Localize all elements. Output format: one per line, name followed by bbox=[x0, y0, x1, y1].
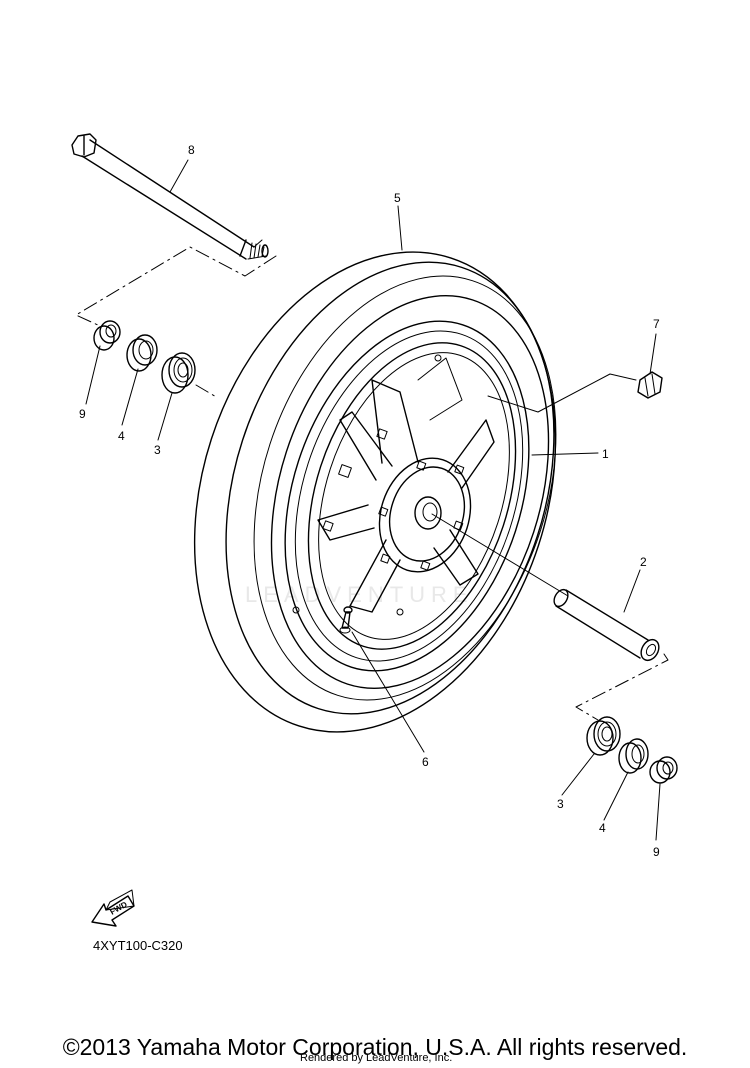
forward-arrow-icon: FWD bbox=[91, 889, 135, 927]
oil-seal-right-part[interactable] bbox=[618, 738, 649, 774]
cast-wheel-part[interactable] bbox=[243, 290, 571, 703]
rendered-by-notice: Rendered by LeadVenture, Inc. bbox=[300, 1052, 453, 1064]
assembly-line-left bbox=[75, 246, 277, 327]
leader-lines bbox=[85, 159, 661, 841]
callout-5: 5 bbox=[394, 191, 401, 205]
collar-right-part[interactable] bbox=[649, 756, 678, 784]
callout-3-left: 3 bbox=[154, 443, 161, 457]
tire-valve-part[interactable] bbox=[339, 606, 353, 634]
oil-seal-left-part[interactable] bbox=[126, 334, 158, 372]
callout-9-right: 9 bbox=[653, 845, 660, 859]
diagram-code: 4XYT100-C320 bbox=[93, 938, 183, 953]
callout-7: 7 bbox=[653, 317, 660, 331]
callout-1: 1 bbox=[602, 447, 609, 461]
copyright-notice: ©2013 Yamaha Motor Corporation, U.S.A. A… bbox=[62, 1034, 688, 1060]
spacer-part[interactable] bbox=[551, 587, 662, 663]
callout-9-left: 9 bbox=[79, 407, 86, 421]
balance-weight-part[interactable] bbox=[637, 371, 663, 399]
axle-bolt-part[interactable] bbox=[71, 133, 269, 260]
fwd-label: FWD bbox=[108, 900, 128, 917]
callout-4-right: 4 bbox=[599, 821, 606, 835]
callout-4-left: 4 bbox=[118, 429, 125, 443]
callout-8: 8 bbox=[188, 143, 195, 157]
callout-3-right: 3 bbox=[557, 797, 564, 811]
callout-6: 6 bbox=[422, 755, 429, 769]
collar-left-part[interactable] bbox=[93, 320, 121, 351]
assembly-line-right bbox=[575, 653, 669, 721]
bearing-right-part[interactable] bbox=[586, 716, 621, 756]
callout-2: 2 bbox=[640, 555, 647, 569]
tire-part[interactable] bbox=[135, 205, 614, 779]
bearing-left-part[interactable] bbox=[161, 352, 196, 394]
